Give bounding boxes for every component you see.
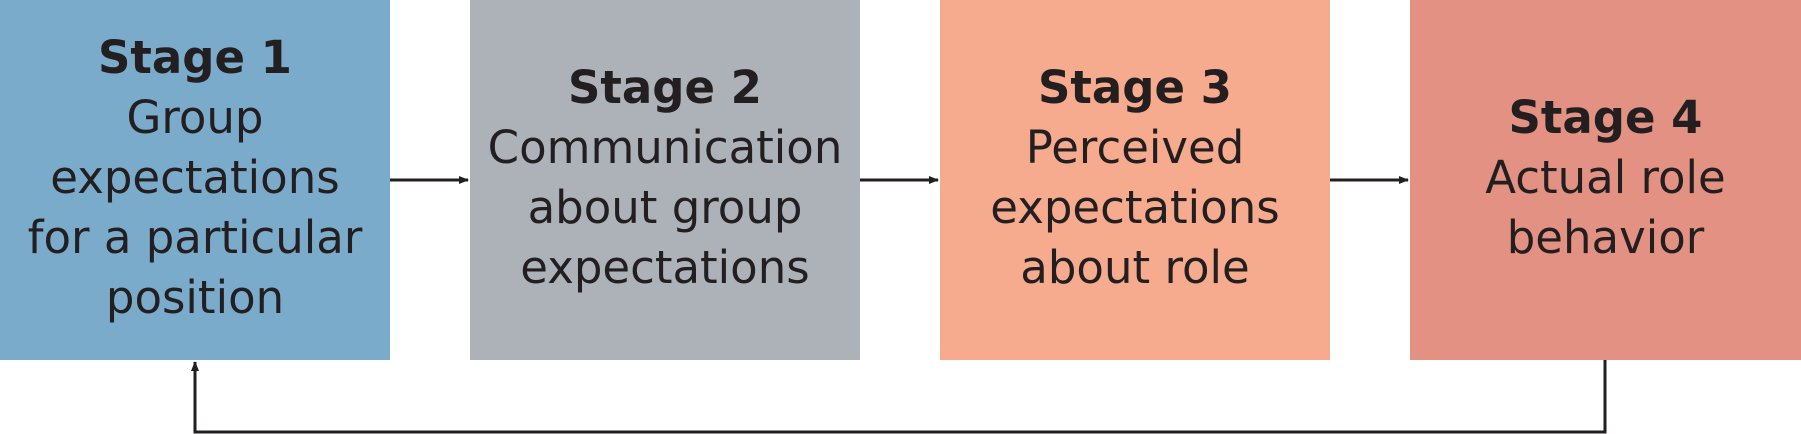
stage-1-title: Stage 1: [98, 31, 292, 84]
stage-2-description: Communication about group expectations: [487, 121, 843, 294]
stage-3-description: Perceived expectations about role: [990, 121, 1280, 294]
stage-2-box: Stage 2 Communication about group expect…: [470, 0, 860, 360]
stage-1-description: Group expectations for a particular posi…: [27, 91, 363, 324]
stage-2-title: Stage 2: [568, 61, 762, 114]
stage-1-box: Stage 1 Group expectations for a particu…: [0, 0, 390, 360]
stage-3-box: Stage 3 Perceived expectations about rol…: [940, 0, 1330, 360]
stage-4-box: Stage 4 Actual role behavior: [1410, 0, 1801, 360]
stage-3-title: Stage 3: [1038, 61, 1232, 114]
feedback-arrow-stage4-to-stage1: [191, 360, 1607, 434]
stage-4-description: Actual role behavior: [1485, 151, 1726, 264]
stage-4-title: Stage 4: [1508, 91, 1703, 144]
